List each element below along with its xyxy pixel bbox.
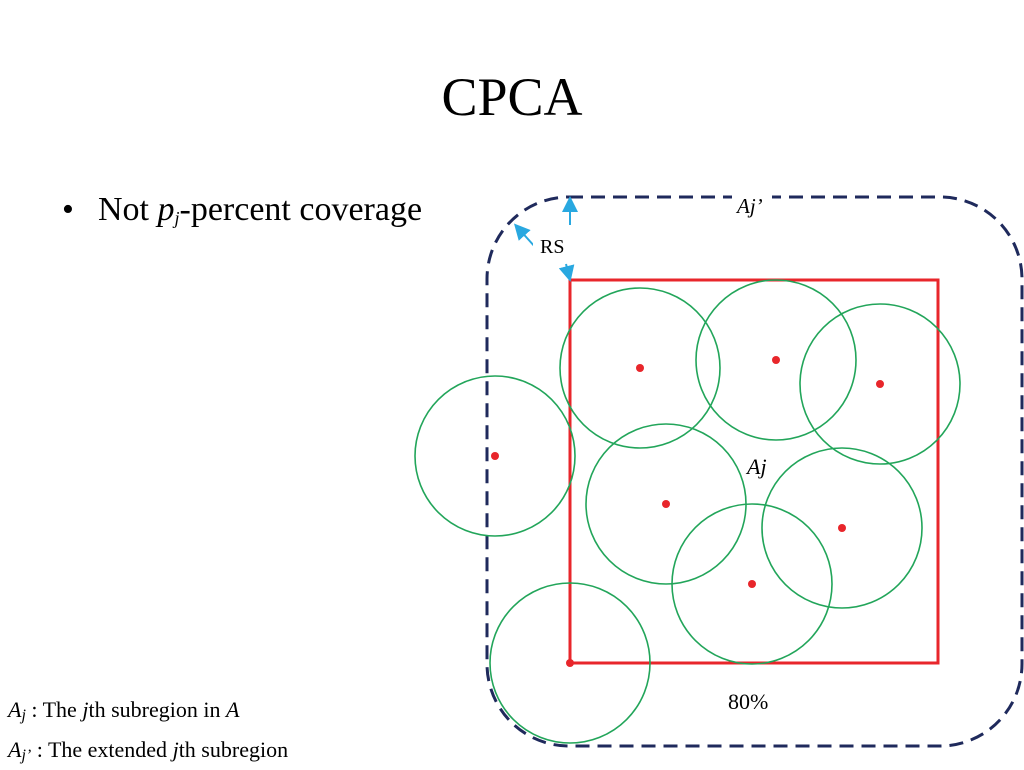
bullet-sub: j (174, 208, 180, 228)
sensor-node-2 (772, 356, 780, 364)
sensor-node-3 (876, 380, 884, 388)
subregion-border (568, 278, 940, 665)
legend-1-var: A (8, 697, 22, 722)
legend-1-sub: j (21, 707, 26, 724)
sensor-coverage-circle-4 (414, 375, 576, 537)
sensor-group (414, 279, 961, 744)
rs-label: RS (540, 236, 564, 258)
sensor-coverage-circle-1 (559, 287, 721, 449)
bullet-var: p (157, 191, 175, 228)
rs-arrow-down (558, 263, 575, 282)
bullet-point: • Not pj-percent coverage (62, 188, 422, 240)
sensor-node-6 (838, 524, 846, 532)
sensor-coverage-circle-7 (671, 503, 833, 665)
subregion-label: Aj (745, 454, 767, 479)
legend-1-a: A (225, 697, 240, 722)
legend-extended-subregion: Aj’ : The extended jth subregion (8, 736, 288, 770)
legend-2-sub: j’ (21, 747, 32, 764)
extended-region-label: Aj’ (735, 194, 763, 218)
legend-2-text2: th subregion (178, 737, 289, 762)
percent-label: 80% (728, 689, 768, 714)
sensor-node-5 (662, 500, 670, 508)
slide-title: CPCA (441, 67, 583, 127)
legend-subregion: Aj : The jth subregion in A (8, 696, 239, 730)
sensor-node-7 (748, 580, 756, 588)
bullet-prefix: Not (98, 191, 158, 228)
legend-2-var: A (8, 737, 22, 762)
legend-1-j: j (82, 697, 89, 722)
sensor-node-4 (491, 452, 499, 460)
legend-2-text: : The extended (31, 737, 173, 762)
sensor-coverage-circle-6 (761, 447, 923, 609)
sensor-node-1 (636, 364, 644, 372)
sensor-coverage-circle-2 (695, 279, 857, 441)
sensor-coverage-circle-8 (489, 582, 651, 744)
sensor-coverage-circle-3 (799, 303, 961, 465)
bullet-dot: • (62, 191, 74, 228)
legend-2-j: j (172, 737, 179, 762)
legend-1-text2: th subregion in (88, 697, 226, 722)
bullet-suffix: -percent coverage (179, 191, 423, 228)
sensor-node-8 (566, 659, 574, 667)
legend-1-text: : The (25, 697, 83, 722)
